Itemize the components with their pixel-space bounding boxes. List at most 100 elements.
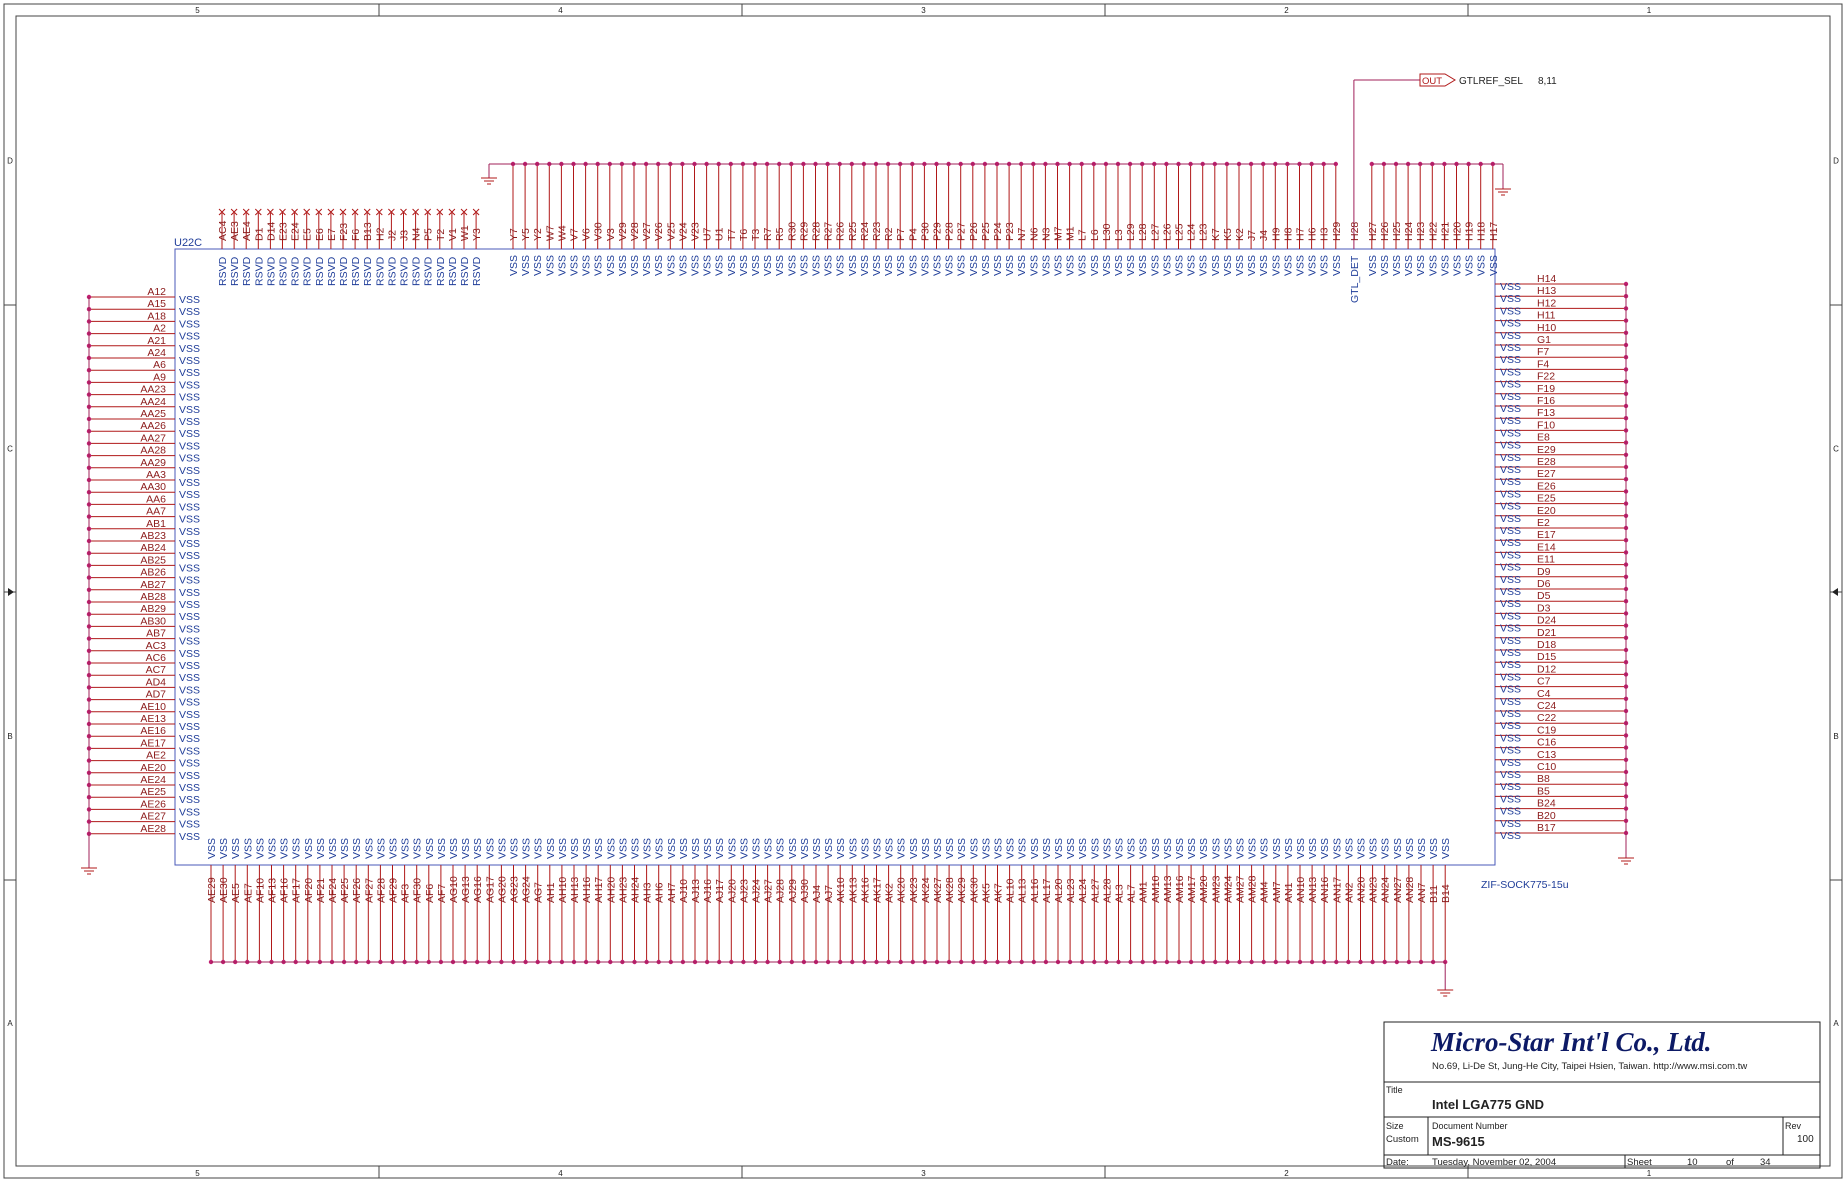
- left-pin-number: AA26: [140, 420, 166, 432]
- bottom-pin-number: AN23: [1368, 877, 1380, 903]
- company-address: No.69, Li-De St, Jung-He City, Taipei Hs…: [1432, 1061, 1747, 1072]
- rsvd-pin-number: H2: [374, 227, 386, 241]
- left-pin-name: VSS: [179, 745, 200, 757]
- left-pin-number: AA3: [146, 469, 166, 481]
- bottom-pin-number: AN1: [1283, 882, 1295, 903]
- date-value: Tuesday, November 02, 2004: [1432, 1157, 1556, 1168]
- bottom-pin-name: VSS: [654, 838, 666, 859]
- top-pin-name: VSS: [1379, 255, 1391, 276]
- bottom-pin-number: AM28: [1247, 875, 1259, 903]
- rsvd-pin-number: E7: [326, 228, 338, 241]
- component-body: [174, 248, 1496, 866]
- right-pin-number: E28: [1537, 456, 1556, 468]
- top-pin-name: VSS: [677, 255, 689, 276]
- rsvd-pin-name: RSVD: [290, 256, 302, 286]
- right-pin-number: C22: [1537, 712, 1556, 724]
- bottom-pin-name: VSS: [702, 838, 714, 859]
- no-connect-mark: [388, 208, 395, 216]
- rsvd-pin-number: J2: [386, 230, 398, 241]
- sheet-frame: [3, 3, 1843, 1179]
- bottom-pin-number: AJ17: [714, 879, 726, 903]
- right-pin-name: VSS: [1500, 403, 1521, 415]
- top-pin-number: V6: [581, 228, 593, 241]
- document-number-label: Document Number: [1432, 1121, 1508, 1131]
- top-pin-number: H27: [1367, 222, 1379, 241]
- left-pin-number: AB27: [140, 579, 166, 591]
- bottom-pin-name: VSS: [617, 838, 629, 859]
- right-pin-name: VSS: [1500, 342, 1521, 354]
- top-pin-name: VSS: [1137, 255, 1149, 276]
- top-pin-name: VSS: [1210, 255, 1222, 276]
- top-pin-name: VSS: [1016, 255, 1028, 276]
- right-pin-number: E11: [1537, 554, 1555, 566]
- top-pin-name: VSS: [1053, 255, 1065, 276]
- bottom-pin-name: VSS: [1198, 838, 1210, 859]
- top-pin-name: VSS: [786, 255, 798, 276]
- bottom-pin-name: VSS: [1283, 838, 1295, 859]
- bottom-pin-name: VSS: [351, 838, 363, 859]
- zone-row-label: C: [7, 445, 13, 454]
- top-pin-name: VSS: [569, 255, 581, 276]
- rsvd-pin-number: E24: [290, 222, 302, 241]
- bottom-pin-number: AN10: [1295, 877, 1307, 903]
- bottom-pin-name: VSS: [1271, 838, 1283, 859]
- right-pin-name: VSS: [1500, 293, 1521, 305]
- right-pin-name: VSS: [1500, 745, 1521, 757]
- title-label: Title: [1386, 1085, 1403, 1095]
- bottom-pin-name: VSS: [835, 838, 847, 859]
- left-pin-number: AA30: [140, 481, 166, 493]
- top-pin-name: VSS: [665, 255, 677, 276]
- bottom-pin-number: AH7: [666, 882, 678, 903]
- bottom-pin-name: VSS: [823, 838, 835, 859]
- left-pin-name: VSS: [179, 367, 200, 379]
- bottom-pin-number: AH20: [605, 877, 617, 903]
- right-pin-number: E14: [1537, 541, 1556, 553]
- right-pin-number: E17: [1537, 529, 1556, 541]
- top-pin-number: L30: [1101, 223, 1113, 241]
- bottom-pin-number: AK5: [980, 883, 992, 903]
- bottom-pin-name: VSS: [1235, 838, 1247, 859]
- bottom-pin-name: VSS: [932, 838, 944, 859]
- bottom-pin-number: AG23: [509, 876, 521, 903]
- zone-row-label: A: [7, 1019, 13, 1028]
- left-pin-name: VSS: [179, 355, 200, 367]
- bottom-pin-name: VSS: [242, 838, 254, 859]
- bottom-pin-name: VSS: [1404, 838, 1416, 859]
- top-pin-name: VSS: [605, 255, 617, 276]
- left-pin-name: VSS: [179, 465, 200, 477]
- bottom-pin-name: VSS: [388, 838, 400, 859]
- top-pin-name: VSS: [544, 255, 556, 276]
- top-pin-name: VSS: [1258, 255, 1270, 276]
- right-pin-name: VSS: [1500, 562, 1521, 574]
- zone-column-label: 5: [195, 1169, 200, 1178]
- top-pin-number: P28: [944, 222, 956, 241]
- top-pin-number: Y5: [520, 228, 532, 241]
- top-pin-name: VSS: [871, 255, 883, 276]
- bottom-pin-number: AM16: [1174, 875, 1186, 903]
- zone-row-label: B: [1833, 732, 1838, 741]
- left-pin-name: VSS: [179, 477, 200, 489]
- rsvd-pin-name: RSVD: [471, 256, 483, 286]
- no-connect-mark: [254, 208, 262, 216]
- right-pin-number: E25: [1537, 493, 1556, 505]
- left-pin-name: VSS: [179, 514, 200, 526]
- bottom-pin-name: VSS: [1428, 838, 1440, 859]
- right-pin-number: C4: [1537, 688, 1551, 700]
- bottom-pin-name: VSS: [872, 838, 884, 859]
- no-connect-mark: [218, 208, 226, 216]
- left-vss-pin-group: A12VSSA15VSSA18VSSA2VSSA21VSSA24VSSA6VSS…: [81, 286, 200, 875]
- no-connect-mark: [424, 208, 432, 216]
- top-pin-number: H3: [1319, 227, 1331, 241]
- rsvd-pin-number: N4: [411, 227, 423, 241]
- bottom-pin-number: B11: [1428, 885, 1440, 903]
- top-pin-number: H23: [1415, 222, 1427, 241]
- right-pin-number: C13: [1537, 749, 1556, 761]
- left-pin-number: AA25: [140, 408, 166, 420]
- top-pin-number: J7: [1246, 230, 1258, 241]
- rsvd-pin-number: Y3: [471, 228, 483, 241]
- rsvd-pin-number: T2: [435, 229, 447, 241]
- bottom-pin-name: VSS: [1368, 838, 1380, 859]
- bottom-pin-number: AL13: [1017, 878, 1029, 903]
- bottom-pin-name: VSS: [751, 838, 763, 859]
- bottom-pin-name: VSS: [1089, 838, 1101, 859]
